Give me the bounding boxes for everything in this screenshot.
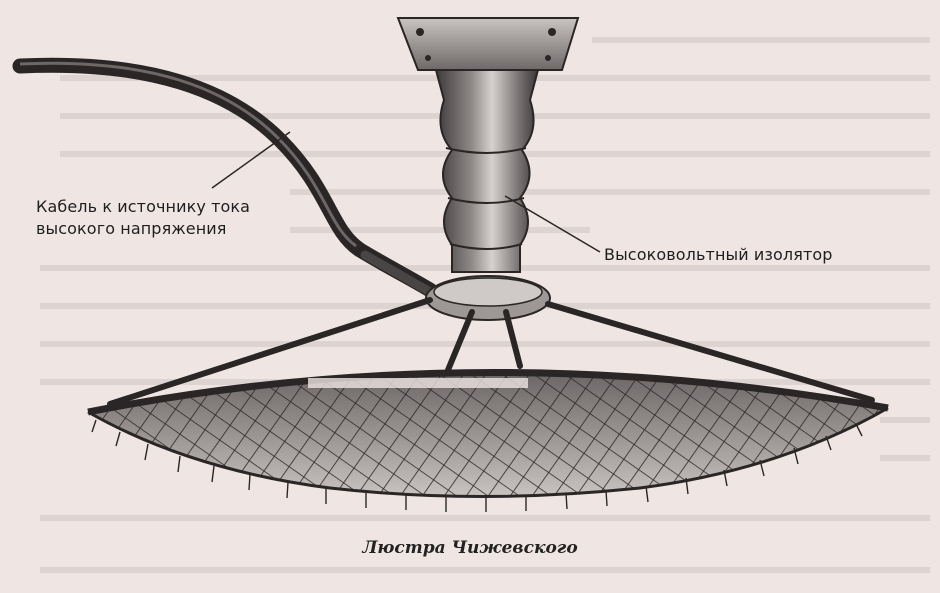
high-voltage-cable <box>12 57 438 298</box>
insulator-label: Высоковольтный изолятор <box>604 245 833 264</box>
leader-lines <box>211 131 601 253</box>
cable-label-line-1: Кабель к источнику тока <box>36 197 251 216</box>
cable-label: Кабель к источнику тока высокого напряже… <box>36 196 306 240</box>
mesh-dish <box>87 368 889 512</box>
cable-label-line-2: высокого напряжения <box>36 219 227 238</box>
figure-caption: Люстра Чижевского <box>362 538 578 558</box>
ceiling-mount-plate <box>396 17 580 71</box>
high-voltage-insulator <box>434 69 540 273</box>
support-rods <box>107 297 875 407</box>
central-hub <box>425 275 551 321</box>
